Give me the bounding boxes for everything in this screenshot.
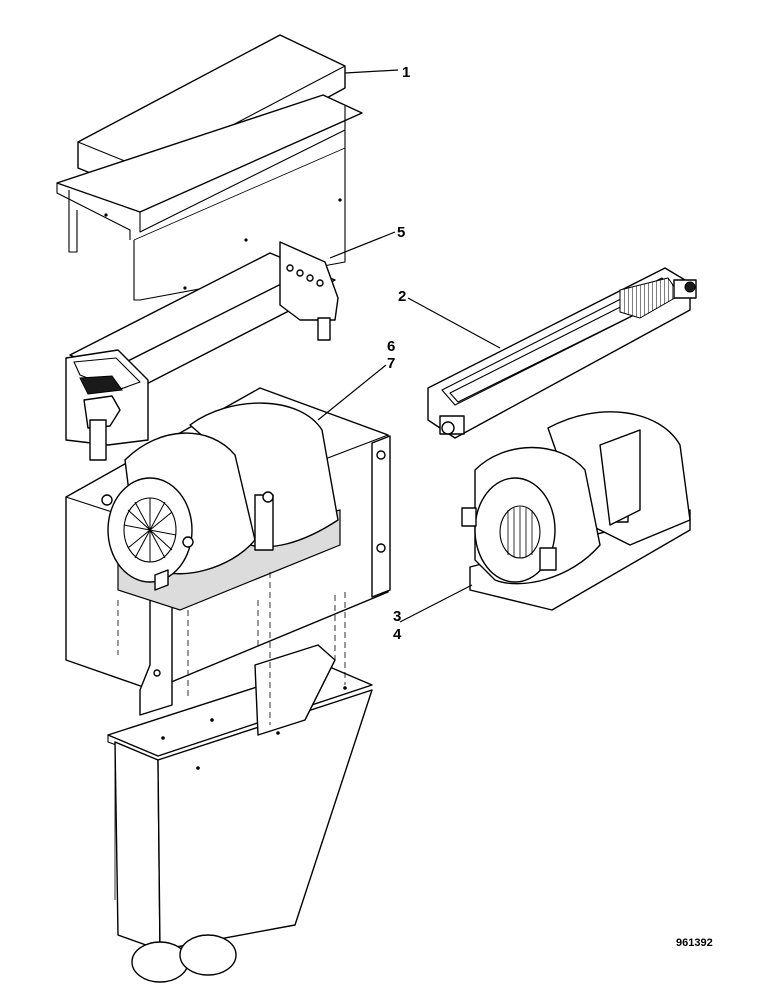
callout-4: 4	[393, 626, 402, 643]
callout-1: 1	[402, 64, 410, 81]
callout-leaders	[317, 69, 501, 623]
drawing-number: 961392	[676, 937, 713, 949]
heater-matrix-right	[427, 267, 697, 439]
blower-assembly-right	[461, 411, 691, 611]
blower-assembly-left	[101, 402, 341, 611]
filter-housing	[56, 94, 363, 301]
callout-3: 3	[393, 608, 401, 625]
assembly-alignment-lines	[117, 572, 346, 725]
air-outlet-duct	[107, 644, 373, 983]
heater-matrix	[65, 241, 339, 461]
callout-5: 5	[397, 224, 405, 241]
callout-7: 7	[387, 355, 395, 372]
callout-2: 2	[398, 288, 406, 305]
callout-6: 6	[387, 338, 395, 355]
